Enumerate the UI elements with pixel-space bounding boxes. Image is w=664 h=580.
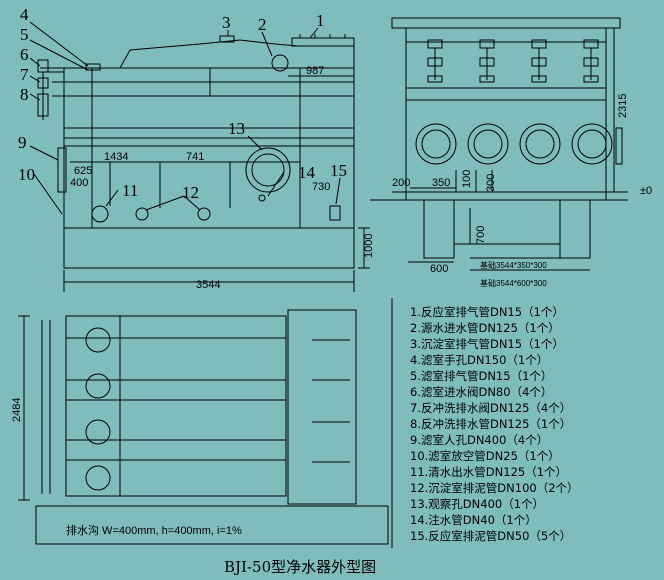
- exhaust-flange: [291, 37, 355, 47]
- leader-lines: [29, 21, 341, 215]
- legend-item: 7.反冲洗排水阀DN125（4个）: [410, 401, 571, 415]
- callout-8: 8: [20, 85, 29, 104]
- callout-14: 14: [298, 163, 316, 182]
- callout-13: 13: [228, 119, 245, 138]
- dim-300: 300: [485, 174, 497, 192]
- callout-10: 10: [18, 165, 35, 184]
- plan-view: [18, 309, 389, 545]
- callout-7: 7: [20, 65, 29, 84]
- dim-741: 741: [186, 151, 204, 163]
- outlet-pipe: [91, 205, 109, 223]
- legend-item: 8.反冲洗排水管DN125（1个）: [410, 417, 571, 431]
- base-plinth: [63, 227, 355, 269]
- side-elevation: [370, 17, 628, 271]
- filter-valves: [427, 39, 599, 83]
- dim-2315: 2315: [617, 94, 629, 118]
- legend-item: 13.观察孔DN400（1个）: [410, 497, 544, 511]
- plan-tank-outline: [65, 315, 287, 497]
- callout-9: 9: [18, 133, 27, 152]
- legend-item: 9.滤室人孔DN400（4个）: [410, 433, 548, 447]
- manhole-side: [57, 147, 67, 193]
- callout-5: 5: [20, 25, 29, 44]
- dim-3544: 3544: [196, 279, 220, 291]
- callout-11: 11: [122, 181, 138, 200]
- legend-item: 1.反应室排气管DN15（1个）: [410, 305, 564, 319]
- figure-caption: BJI-50型净水器外型图: [224, 558, 376, 576]
- dim-1434: 1434: [104, 151, 128, 163]
- inlet-pipe: [271, 54, 289, 72]
- legend-item: 10.滤室放空管DN25（1个）: [410, 449, 560, 463]
- observation-hole: [245, 147, 291, 193]
- ditch-label: 排水沟 W=400mm, h=400mm, i=1%: [66, 523, 242, 537]
- drain-ditch: [35, 505, 389, 545]
- dim-730: 730: [312, 181, 330, 193]
- legend-item: 4.滤室手孔DN150（1个）: [410, 353, 548, 367]
- front-elevation: [29, 21, 370, 292]
- legend-item: 15.反应室排泥管DN50（5个）: [410, 529, 571, 543]
- callout-3: 3: [222, 13, 231, 32]
- dim-625: 625: [74, 165, 92, 177]
- callout-1: 1: [316, 11, 325, 30]
- callout-4: 4: [20, 5, 29, 24]
- dim-350: 350: [432, 177, 450, 189]
- callout-15: 15: [330, 161, 347, 180]
- callout-2: 2: [258, 15, 267, 34]
- dim-100: 100: [461, 170, 473, 188]
- zero-level: ±0: [640, 185, 652, 197]
- foundation-1: 基础3544*350*300: [480, 260, 547, 270]
- legend-item: 5.滤室排气管DN15（1个）: [410, 369, 552, 383]
- fill-pipe: [258, 194, 266, 202]
- legend-item: 2.源水进水管DN125（1个）: [410, 321, 560, 335]
- dim-400: 400: [70, 177, 88, 189]
- foundation-left: [423, 199, 455, 259]
- callout-12: 12: [182, 183, 199, 202]
- dim-1000: 1000: [363, 234, 375, 258]
- dim-700: 700: [475, 226, 487, 244]
- foundation-2: 基础3544*600*300: [480, 278, 547, 288]
- dim-200: 200: [392, 177, 410, 189]
- side-manholes: [415, 123, 613, 165]
- plan-reaction-chamber: [287, 309, 357, 505]
- callout-6: 6: [20, 45, 29, 64]
- legend-item: 14.注水管DN40（1个）: [410, 513, 537, 527]
- dim-987: 987: [306, 65, 324, 77]
- legend-item: 11.清水出水管DN125（1个）: [410, 465, 567, 479]
- legend-item: 6.滤室进水阀DN80（4个）: [410, 385, 552, 399]
- dim-600: 600: [430, 263, 448, 275]
- dim-2484: 2484: [11, 398, 23, 422]
- legend-item: 12.沉淀室排泥管DN100（2个）: [410, 481, 579, 495]
- legend-item: 3.沉淀室排气管DN15（1个）: [410, 337, 564, 351]
- plan-manholes: [85, 327, 111, 491]
